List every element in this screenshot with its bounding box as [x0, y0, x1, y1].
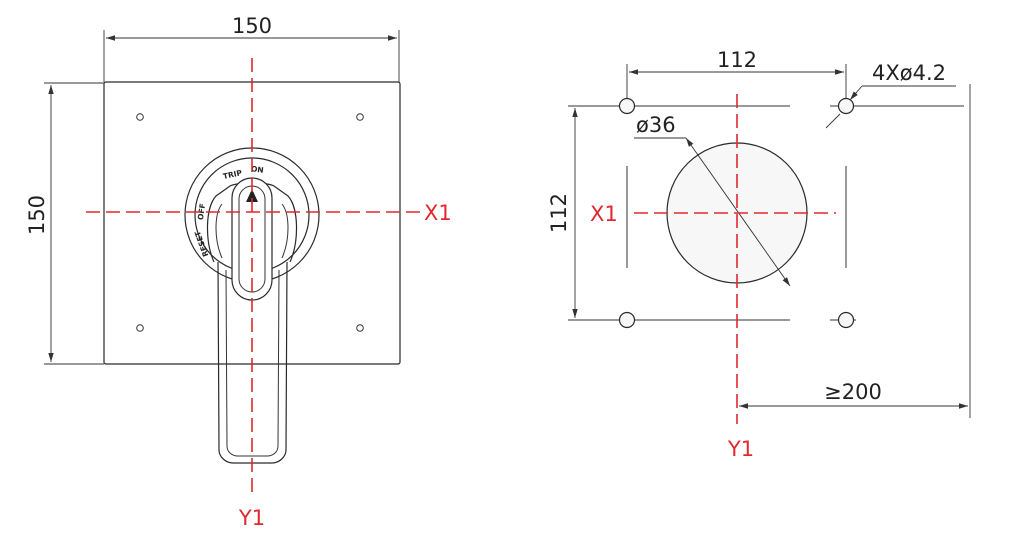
cutout-height-dimension: 112: [547, 108, 578, 318]
front-height-label: 150: [25, 195, 49, 235]
hole-spec-callout: 4Xø4.2: [825, 61, 956, 129]
front-width-label: 150: [232, 14, 272, 38]
front-x-axis-label: X1: [424, 201, 452, 225]
handle-shoulder-detail: [215, 203, 289, 259]
depth-dimension: ≥200: [739, 84, 971, 418]
center-hole-diameter-label: ø36: [636, 113, 676, 137]
cutout-height-label: 112: [547, 193, 571, 233]
front-height-dimension: 150: [25, 82, 104, 365]
dial-label-on: ON: [250, 164, 264, 175]
cutout-width-dimension: 112: [626, 48, 847, 98]
cutout-x-axis-label: X1: [590, 202, 618, 226]
cutout-hole-bottom-left: [618, 311, 636, 329]
dial-label-trip: TRIP: [222, 168, 243, 181]
min-depth-label: ≥200: [824, 380, 882, 404]
diameter-dimension-line: [685, 137, 791, 287]
cutout-hole-bottom-right: [837, 311, 855, 329]
cutout-width-label: 112: [717, 48, 757, 72]
dial-label-off: OFF: [196, 203, 207, 221]
position-arrow-icon: [246, 189, 258, 202]
hole-spec-label: 4Xø4.2: [872, 61, 946, 85]
handle-stem-inner: [225, 269, 280, 457]
cutout-y-axis-label: Y1: [727, 437, 754, 461]
front-view: 150 150 TRIP ON OFF RESET: [25, 14, 452, 530]
cutout-hole-top-left: [618, 97, 636, 115]
front-width-dimension: 150: [103, 14, 400, 82]
front-y-axis-label: Y1: [238, 506, 265, 530]
plate-hole-bottom-left: [136, 324, 144, 332]
cutout-hole-top-right: [837, 97, 855, 115]
cutout-view: ø36 112 112 4Xø4.2 ≥200 X1: [547, 48, 971, 461]
plate-hole-top-right: [356, 113, 364, 121]
plate-hole-top-left: [136, 113, 144, 121]
plate-hole-bottom-right: [356, 324, 364, 332]
